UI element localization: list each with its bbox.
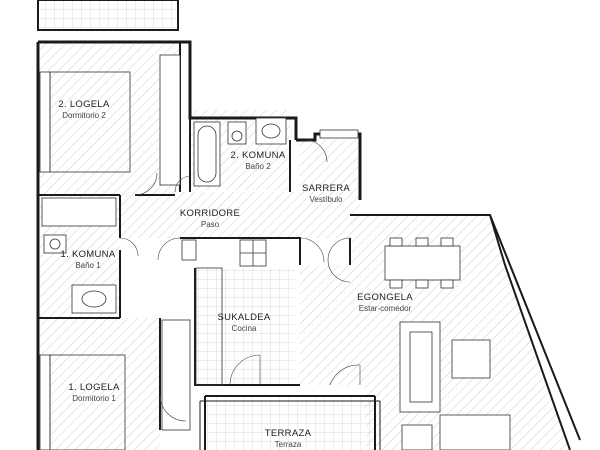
room-name: TERRAZA [265,428,312,439]
room-name: 1. LOGELA [68,382,120,393]
room-label-entry: SARRERA Vestíbulo [302,183,350,204]
room-name: 2. KOMUNA [231,150,286,161]
room-label-bedroom2: 2. LOGELA Dormitorio 2 [58,99,110,120]
room-name: SUKALDEA [217,312,270,323]
room-name: 1. KOMUNA [61,249,116,260]
room-label-bedroom1: 1. LOGELA Dormitorio 1 [68,382,120,403]
room-label-terrace: TERRAZA Terraza [265,428,312,449]
top-balcony [37,0,179,31]
room-label-corridor: KORRIDORE Paso [180,208,240,229]
room-subtitle: Terraza [275,440,302,449]
room-name: KORRIDORE [180,208,240,219]
doors [119,139,361,422]
room-label-kitchen: SUKALDEA Cocina [217,312,270,333]
room-subtitle: Baño 1 [75,261,101,270]
room-name: EGONGELA [357,292,413,303]
room-subtitle: Vestíbulo [310,195,343,204]
room-subtitle: Cocina [232,324,257,333]
room-subtitle: Dormitorio 2 [62,111,106,120]
room-subtitle: Dormitorio 1 [72,394,116,403]
room-subtitle: Paso [201,220,220,229]
room-label-living: EGONGELA Estar-comedor [357,292,413,313]
room-label-bath1: 1. KOMUNA Baño 1 [61,249,116,270]
room-name: 2. LOGELA [58,99,110,110]
floor-areas [40,44,570,450]
room-label-bath2: 2. KOMUNA Baño 2 [231,150,286,171]
room-name: SARRERA [302,183,350,194]
room-subtitle: Estar-comedor [359,304,412,313]
fixtures [39,54,511,450]
room-subtitle: Baño 2 [245,162,271,171]
